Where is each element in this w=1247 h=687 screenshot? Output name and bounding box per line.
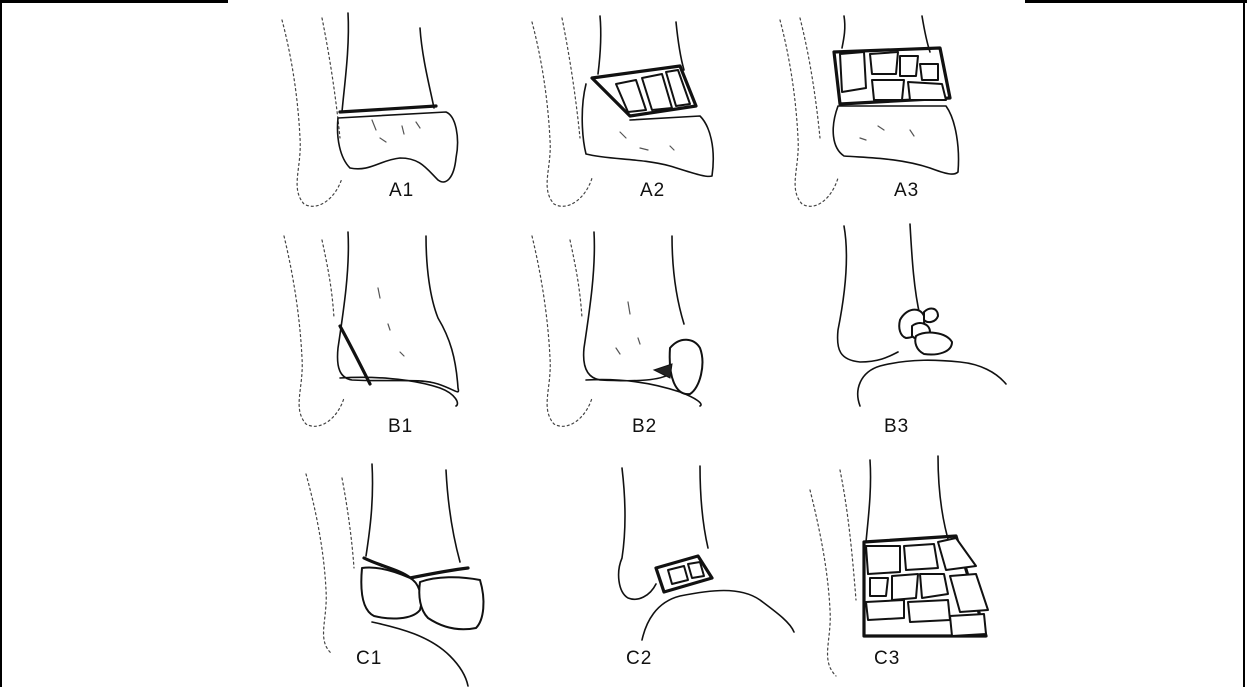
top-border-left <box>0 0 228 3</box>
panel-b1-drawing <box>270 228 510 438</box>
panel-b3-drawing <box>820 220 1060 430</box>
panel-b3: B3 <box>820 220 1060 430</box>
panel-b2: B2 <box>520 228 760 438</box>
panel-c3: C3 <box>800 450 1040 660</box>
panel-label: C2 <box>626 648 652 670</box>
panel-label: B3 <box>884 416 909 438</box>
panel-c2: C2 <box>580 452 820 662</box>
panel-label: A3 <box>894 180 919 202</box>
panel-label: A1 <box>389 180 414 202</box>
panel-label: B1 <box>388 416 413 438</box>
right-border <box>1243 0 1245 687</box>
panel-b2-drawing <box>520 228 760 438</box>
panel-label: B2 <box>632 416 657 438</box>
panel-label: A2 <box>640 180 665 202</box>
panel-b1: B1 <box>270 228 510 438</box>
panel-c2-drawing <box>580 452 820 662</box>
panel-a1: A1 <box>270 8 510 218</box>
panel-c1: C1 <box>280 450 520 660</box>
panel-a3: A3 <box>770 8 1010 218</box>
panel-c3-drawing <box>800 450 1040 660</box>
panel-a2: A2 <box>520 8 760 218</box>
panel-label: C1 <box>356 648 382 670</box>
panel-c1-drawing <box>280 450 520 660</box>
panel-label: C3 <box>874 648 900 670</box>
left-border <box>0 0 2 687</box>
top-border-right <box>1025 0 1247 3</box>
panel-a3-drawing <box>770 8 1010 218</box>
